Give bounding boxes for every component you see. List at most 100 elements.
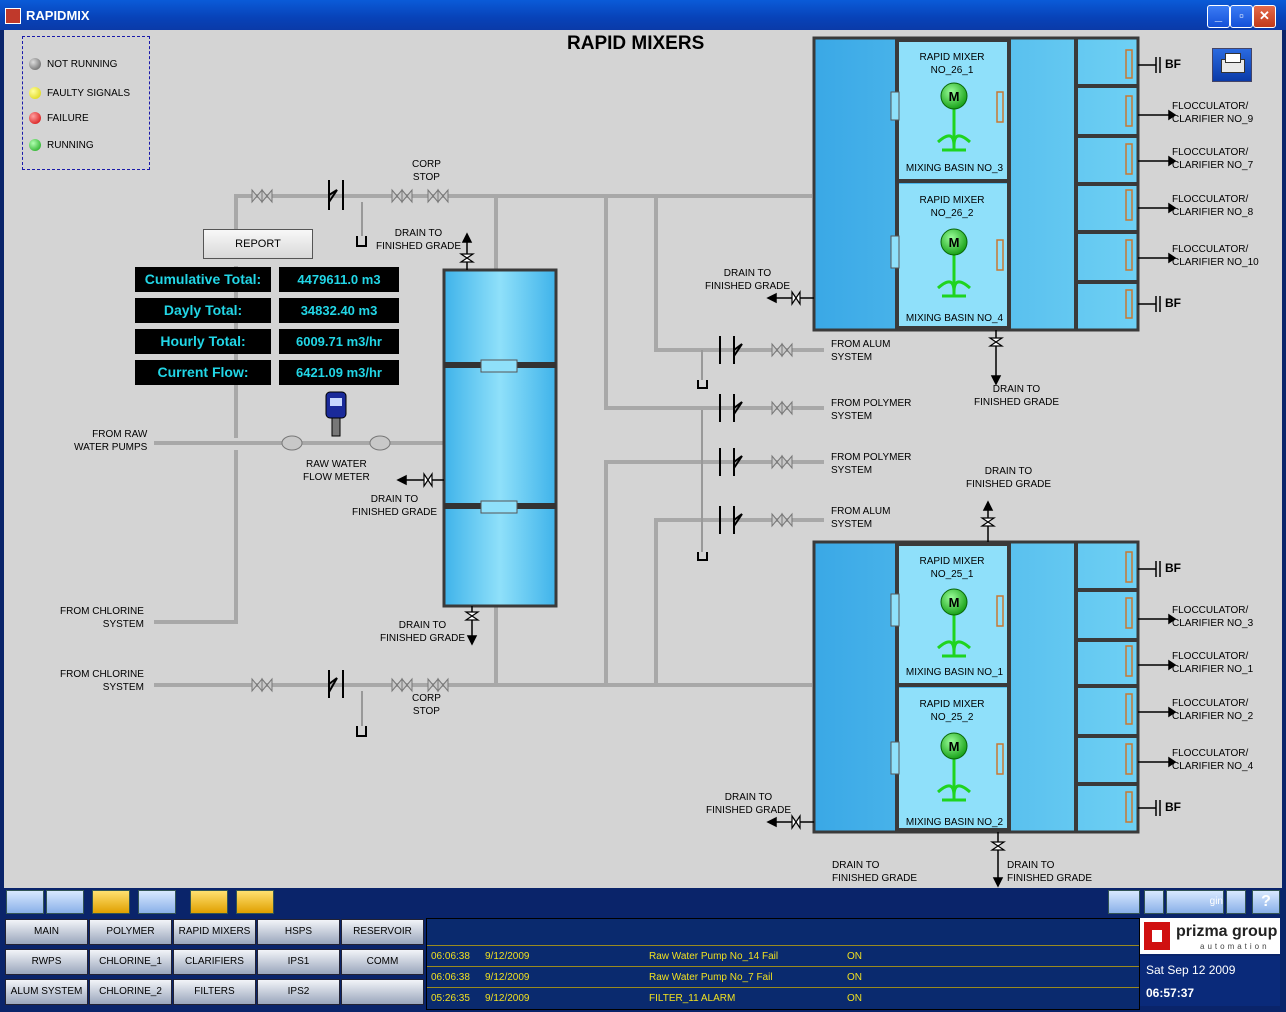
nav-rwps[interactable]: RWPS <box>5 949 88 975</box>
status-legend: NOT RUNNING FAULTY SIGNALS FAILURE RUNNI… <box>22 36 150 170</box>
user-icon[interactable] <box>138 890 176 914</box>
motor-icon-26-2[interactable]: M <box>934 226 974 306</box>
mixing-basin-1-label: MIXING BASIN NO_1 <box>905 667 1004 678</box>
yellow-lamp-icon <box>29 87 41 99</box>
basin-group-bottom <box>812 540 1140 834</box>
svg-text:M: M <box>949 739 960 754</box>
nav-chlorine-1[interactable]: CHLORINE_1 <box>89 949 172 975</box>
motor-icon-25-1[interactable]: M <box>934 586 974 666</box>
nav-comm[interactable]: COMM <box>341 949 424 975</box>
brand-sub: automation <box>1200 942 1270 951</box>
nav-polymer[interactable]: POLYMER <box>89 919 172 945</box>
nav-ips1[interactable]: IPS1 <box>257 949 340 975</box>
clock-time: 06:57:37 <box>1146 986 1195 1000</box>
flocculator-7-label: FLOCCULATOR/CLARIFIER NO_7 <box>1172 147 1254 171</box>
bf-label-2: BF <box>1165 296 1181 310</box>
nav-empty[interactable] <box>341 979 424 1005</box>
flocculator-10-label: FLOCCULATOR/CLARIFIER NO_10 <box>1172 244 1259 268</box>
central-mixing-tank <box>442 268 558 608</box>
flow-meter-icon <box>325 391 347 437</box>
alarm-list-icon[interactable] <box>190 890 228 914</box>
svg-text:M: M <box>949 595 960 610</box>
maximize-button[interactable]: ▫ <box>1230 5 1253 28</box>
mixing-basin-3-label: MIXING BASIN NO_3 <box>905 163 1004 174</box>
window-titlebar: RAPIDMIX _ ▫ ✕ <box>0 0 1286 30</box>
flocculator-2-label: FLOCCULATOR/CLARIFIER NO_2 <box>1172 698 1254 722</box>
motor-icon-26-1[interactable]: M <box>934 80 974 160</box>
login-button[interactable]: gin <box>1166 890 1224 914</box>
dropdown-icon[interactable] <box>1144 890 1164 914</box>
legend-faulty: FAULTY SIGNALS <box>29 87 130 99</box>
red-lamp-icon <box>29 112 41 124</box>
mixing-basin-2-label: MIXING BASIN NO_2 <box>905 817 1004 828</box>
alarm-row[interactable]: 05:26:35 9/12/2009 FILTER_11 ALARM ON <box>427 987 1139 1008</box>
green-lamp-icon <box>29 139 41 151</box>
alarm-bell-icon[interactable] <box>236 890 274 914</box>
legend-not-running: NOT RUNNING <box>29 58 117 70</box>
nav-reservoir[interactable]: RESERVOIR <box>341 919 424 945</box>
alarm-warning-icon[interactable] <box>92 890 130 914</box>
bf-label-4: BF <box>1165 800 1181 814</box>
hourly-total-label: Hourly Total: <box>135 329 271 354</box>
daily-total-value: 34832.40 m3 <box>279 298 399 323</box>
motor-icon-25-2[interactable]: M <box>934 730 974 810</box>
report-button[interactable]: REPORT <box>203 229 313 259</box>
piping-diagram <box>154 36 1177 888</box>
window-title: RAPIDMIX <box>26 8 90 23</box>
nav-rapid-mixers[interactable]: RAPID MIXERS <box>173 919 256 945</box>
hourly-total-value: 6009.71 m3/hr <box>279 329 399 354</box>
help-icon[interactable]: ? <box>1252 890 1280 914</box>
alarm-row[interactable]: 06:06:38 9/12/2009 Raw Water Pump No_7 F… <box>427 966 1139 987</box>
current-flow-value: 6421.09 m3/hr <box>279 360 399 385</box>
bf-label-3: BF <box>1165 561 1181 575</box>
legend-failure: FAILURE <box>29 112 89 124</box>
gray-lamp-icon <box>29 58 41 70</box>
flocculator-3-label: FLOCCULATOR/CLARIFIER NO_3 <box>1172 605 1254 629</box>
nav-hsps[interactable]: HSPS <box>257 919 340 945</box>
nav-filters[interactable]: FILTERS <box>173 979 256 1005</box>
dropdown-icon-2[interactable] <box>1226 890 1246 914</box>
clock-panel: Sat Sep 12 2009 06:57:37 <box>1140 956 1280 1006</box>
print-icon[interactable] <box>1212 48 1252 82</box>
bottom-panel: gin ? MAIN POLYMER RAPID MIXERS HSPS RES… <box>0 888 1286 1012</box>
alarm-row[interactable]: 06:06:38 9/12/2009 Raw Water Pump No_14 … <box>427 945 1139 966</box>
close-button[interactable]: ✕ <box>1253 5 1276 28</box>
chart-icon[interactable] <box>1108 890 1140 914</box>
current-flow-label: Current Flow: <box>135 360 271 385</box>
flocculator-8-label: FLOCCULATOR/CLARIFIER NO_8 <box>1172 194 1254 218</box>
prizma-logo-icon <box>1144 922 1170 950</box>
process-canvas: RAPID MIXERS NOT RUNNING FAULTY SIGNALS … <box>4 30 1282 888</box>
daily-total-label: Dayly Total: <box>135 298 271 323</box>
basin-group-top <box>812 36 1140 332</box>
nav-chlorine-2[interactable]: CHLORINE_2 <box>89 979 172 1005</box>
nav-alum-system[interactable]: ALUM SYSTEM <box>5 979 88 1005</box>
app-icon <box>5 8 21 24</box>
alarm-list[interactable]: 06:06:38 9/12/2009 Raw Water Pump No_14 … <box>426 918 1140 1010</box>
minimize-button[interactable]: _ <box>1207 5 1230 28</box>
nav-clarifiers[interactable]: CLARIFIERS <box>173 949 256 975</box>
nav-main[interactable]: MAIN <box>5 919 88 945</box>
home-icon[interactable] <box>6 890 44 914</box>
nav-ips2[interactable]: IPS2 <box>257 979 340 1005</box>
trend-icon[interactable] <box>46 890 84 914</box>
